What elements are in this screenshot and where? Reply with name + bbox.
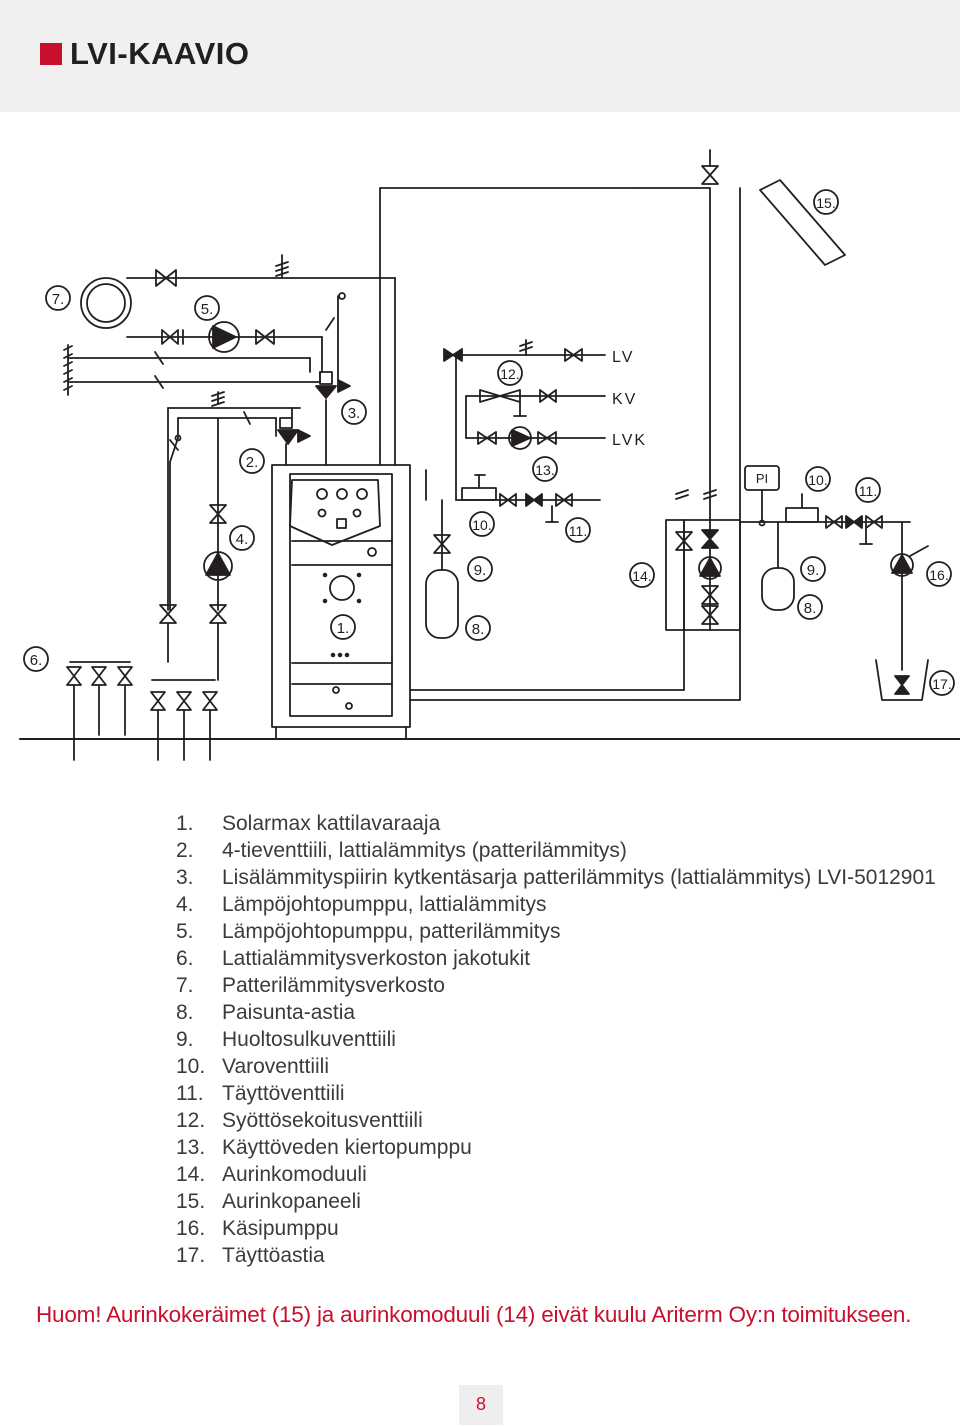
legend-item: 11.Täyttöventtiili bbox=[176, 1082, 345, 1105]
page-title: LVI-KAAVIO bbox=[70, 36, 250, 71]
solar-circuit bbox=[379, 149, 929, 701]
callout-14: 14. bbox=[632, 568, 651, 584]
page-number-box: 8 bbox=[459, 1385, 503, 1425]
callout-10b: 10. bbox=[808, 472, 827, 488]
callout-15: 15. bbox=[816, 195, 835, 211]
legend-item: 17.Täyttöastia bbox=[176, 1244, 325, 1267]
legend-item: 4.Lämpöjohtopumppu, lattialämmitys bbox=[176, 893, 547, 916]
callout-17: 17. bbox=[932, 676, 951, 692]
page-header: LVI-KAAVIO bbox=[0, 0, 960, 112]
callout-2: 2. bbox=[246, 454, 259, 471]
label-pi: PI bbox=[756, 471, 768, 486]
floor-heating-circuit bbox=[63, 344, 321, 761]
callout-3: 3. bbox=[348, 405, 361, 422]
callout-12: 12. bbox=[500, 366, 519, 382]
legend-item: 3.Lisälämmityspiirin kytkentäsarja patte… bbox=[176, 866, 936, 889]
legend-item: 10.Varoventtiili bbox=[176, 1055, 329, 1078]
legend-item: 7.Patterilämmitysverkosto bbox=[176, 974, 445, 997]
legend-item: 8.Paisunta-astia bbox=[176, 1001, 356, 1024]
legend-item: 12.Syöttösekoitusventtiili bbox=[176, 1109, 423, 1132]
callout-4: 4. bbox=[236, 531, 249, 548]
callout-1: 1. bbox=[337, 620, 350, 637]
label-lv: LV bbox=[612, 349, 634, 366]
callout-11: 11. bbox=[569, 523, 587, 539]
label-kv: KV bbox=[612, 391, 637, 408]
legend-item: 5.Lämpöjohtopumppu, patterilämmitys bbox=[176, 920, 561, 943]
boiler-1 bbox=[271, 399, 411, 740]
callout-10: 10. bbox=[472, 517, 491, 533]
label-lvk: LVK bbox=[612, 432, 647, 449]
callout-7: 7. bbox=[52, 291, 65, 308]
radiator-circuit bbox=[80, 254, 396, 466]
callout-11b: 11. bbox=[859, 483, 877, 499]
callout-8: 8. bbox=[472, 621, 485, 638]
component-legend: 1.Solarmax kattilavaraaja 2.4-tieventtii… bbox=[176, 810, 936, 1269]
legend-item: 2.4-tieventtiili, lattialämmitys (patter… bbox=[176, 839, 627, 862]
page-number: 8 bbox=[475, 1394, 486, 1414]
legend-item: 6.Lattialämmitysverkoston jakotukit bbox=[176, 947, 531, 970]
callout-8b: 8. bbox=[804, 600, 817, 617]
callout-9: 9. bbox=[474, 562, 487, 579]
delivery-note: Huom! Aurinkokeräimet (15) ja aurinkomod… bbox=[36, 1302, 912, 1327]
callouts: 1. 2. 3. 4. 5. 6. 7. 8. 9. 10. 11. 12. 1… bbox=[23, 189, 955, 696]
callout-9b: 9. bbox=[807, 562, 820, 579]
domestic-water-circuit bbox=[425, 339, 606, 639]
legend-item: 13.Käyttöveden kiertopumppu bbox=[176, 1136, 472, 1159]
legend-item: 1.Solarmax kattilavaraaja bbox=[176, 812, 441, 835]
legend-item: 15.Aurinkopaneeli bbox=[176, 1190, 361, 1213]
header-accent-square bbox=[40, 43, 62, 65]
callout-16: 16. bbox=[929, 567, 948, 583]
legend-item: 16.Käsipumppu bbox=[176, 1217, 339, 1240]
callout-6: 6. bbox=[30, 652, 43, 669]
callout-13: 13. bbox=[535, 462, 554, 478]
legend-item: 14.Aurinkomoduuli bbox=[176, 1163, 367, 1186]
callout-5: 5. bbox=[201, 301, 214, 318]
lvi-diagram: 1. 2. 3. 4. 5. 6. 7. 8. 9. 10. 11. 12. 1… bbox=[19, 149, 960, 761]
legend-item: 9.Huoltosulkuventtiili bbox=[176, 1028, 396, 1051]
